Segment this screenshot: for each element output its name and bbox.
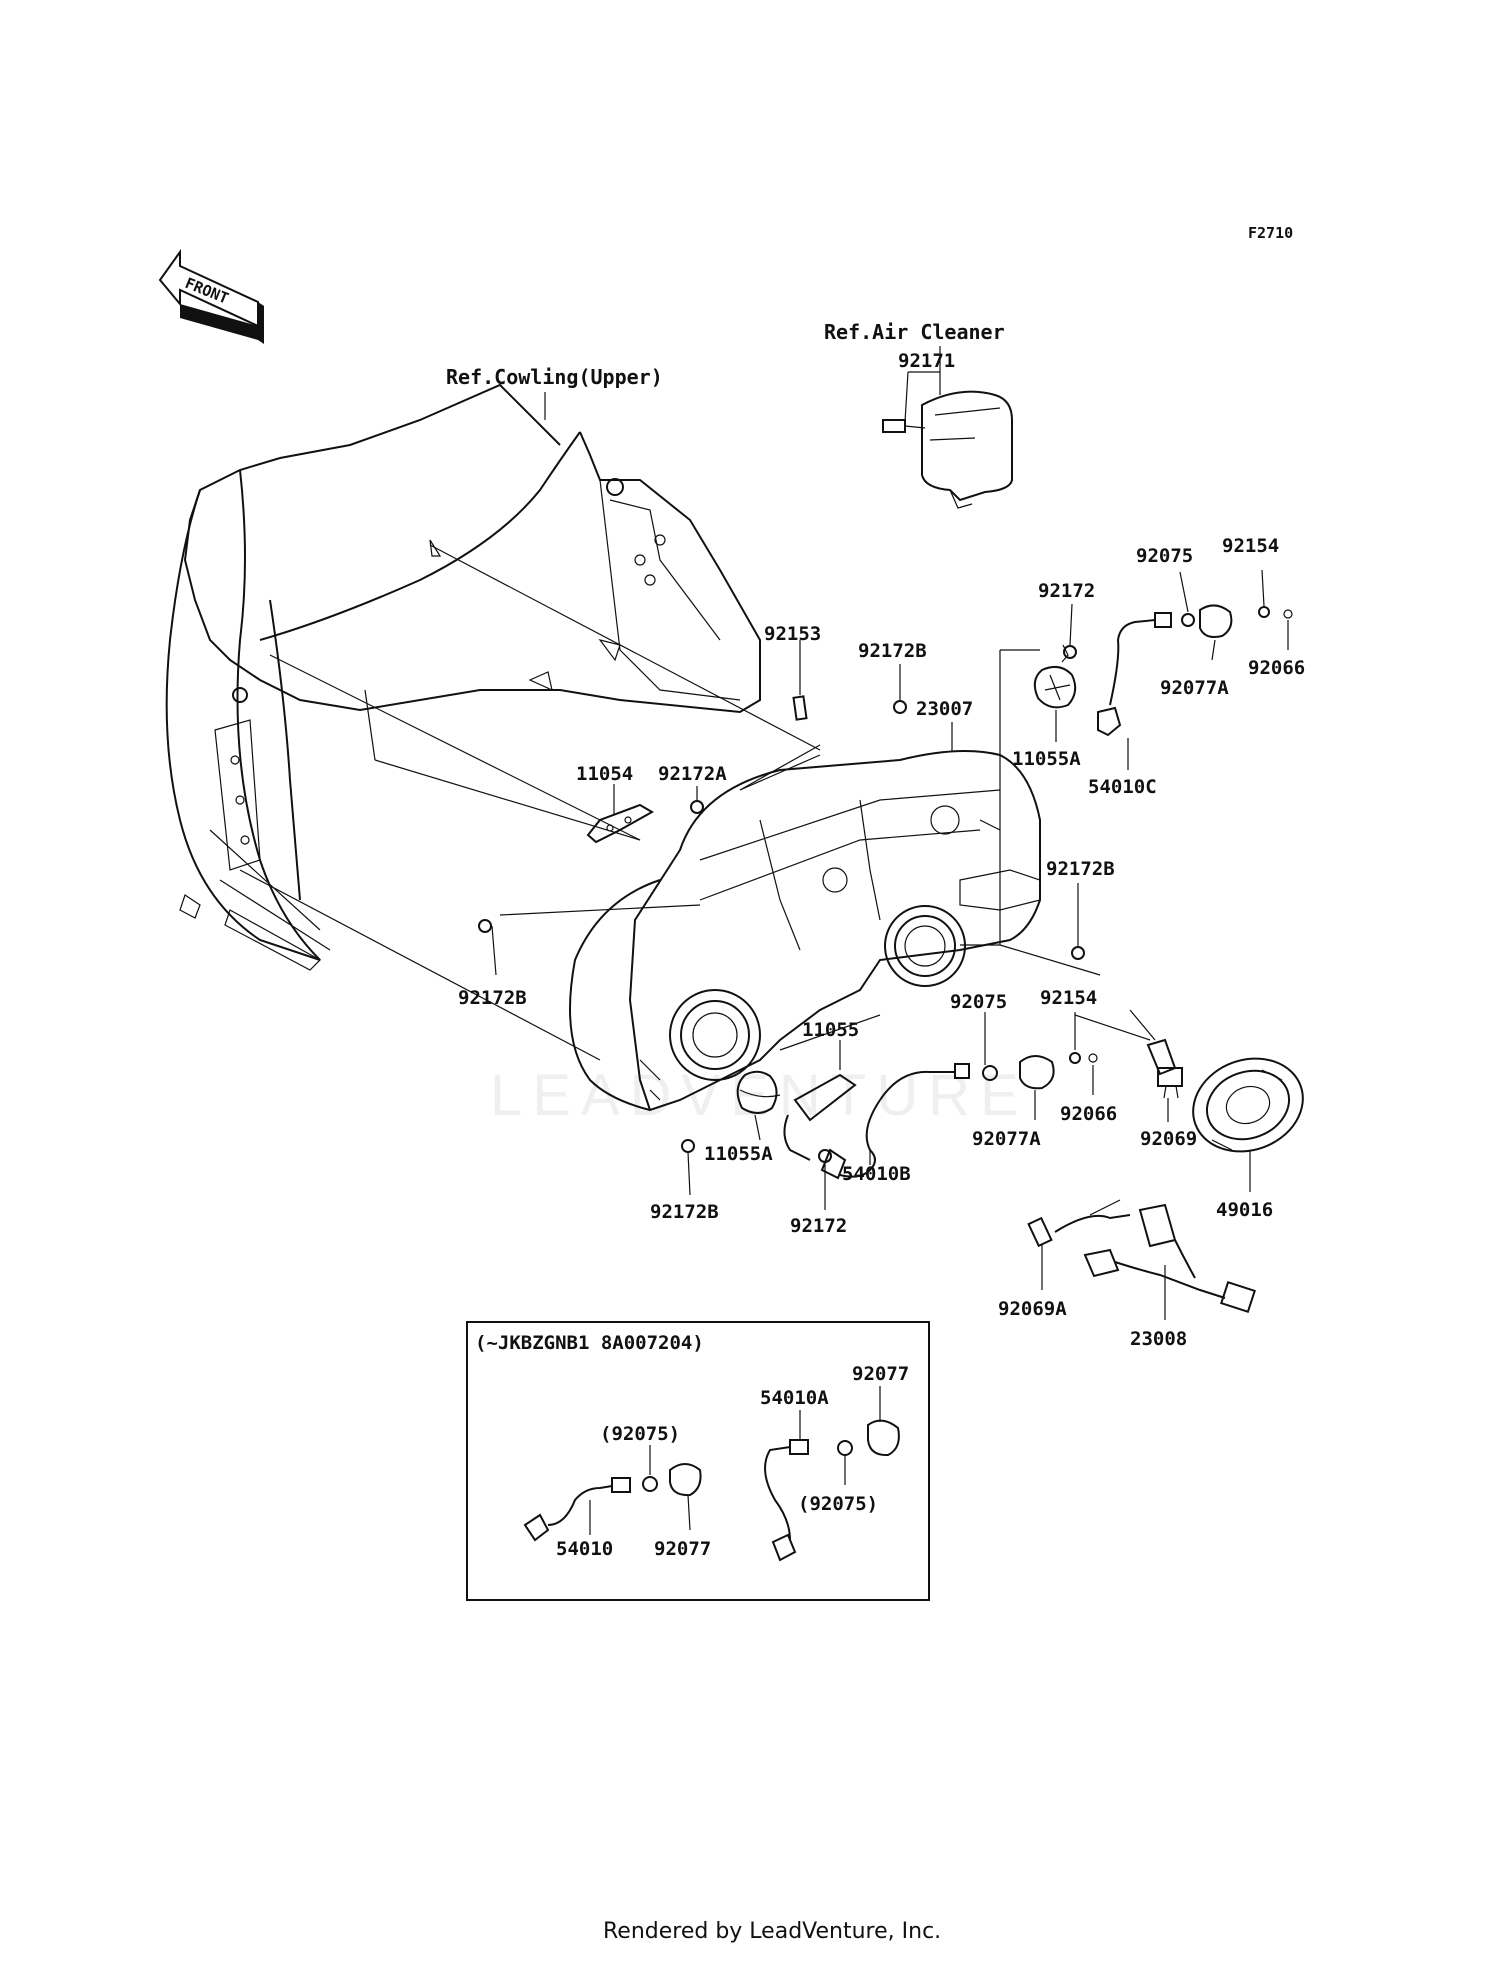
part-label-92172B-a: 92172B — [858, 640, 927, 662]
part-label-92154-top: 92154 — [1222, 535, 1279, 557]
diagram-code: F2710 — [1248, 224, 1293, 242]
part-label-92172-top: 92172 — [1038, 580, 1095, 602]
part-label-92172A: 92172A — [658, 763, 727, 785]
part-label-54010B: 54010B — [842, 1163, 911, 1185]
part-label-92075-top: 92075 — [1136, 545, 1193, 567]
upper-cowling-part — [165, 383, 761, 971]
part-label-49016: 49016 — [1216, 1199, 1273, 1221]
air-cleaner-part — [882, 390, 1013, 509]
leader-lines — [239, 346, 1289, 1320]
part-label-92077A-mid: 92077A — [972, 1128, 1041, 1150]
variant-inset-box: (~JKBZGNB1 8A007204) 54010A 92077 (92075… — [466, 1321, 930, 1601]
part-label-92154-mid: 92154 — [1040, 987, 1097, 1009]
part-label-92077A-top: 92077A — [1160, 677, 1229, 699]
inset-label-92075-b: (92075) — [798, 1493, 878, 1515]
part-label-23008: 23008 — [1130, 1328, 1187, 1350]
socket-wiring-upper-part — [1033, 604, 1293, 737]
part-label-92066-mid: 92066 — [1060, 1103, 1117, 1125]
part-label-92066-top: 92066 — [1248, 657, 1305, 679]
part-label-92069A: 92069A — [998, 1298, 1067, 1320]
part-label-92172-bot: 92172 — [790, 1215, 847, 1237]
bolts-group — [478, 645, 1085, 1163]
inset-label-92075-a: (92075) — [600, 1423, 680, 1445]
ref-cowling-upper-label: Ref.Cowling(Upper) — [446, 365, 663, 389]
part-label-11055A-top: 11055A — [1012, 748, 1081, 770]
part-label-92171: 92171 — [898, 350, 955, 372]
part-label-92172B-c: 92172B — [458, 987, 527, 1009]
harness-23008-part — [1027, 1199, 1256, 1314]
part-label-92172B-b: 92172B — [1046, 858, 1115, 880]
inset-label-92077-b: 92077 — [654, 1538, 711, 1560]
part-label-92153: 92153 — [764, 623, 821, 645]
part-label-23007: 23007 — [916, 698, 973, 720]
footer-credit: Rendered by LeadVenture, Inc. — [603, 1919, 941, 1944]
front-arrow-icon: FRONT — [158, 248, 264, 344]
part-label-92069: 92069 — [1140, 1128, 1197, 1150]
inset-label-54010: 54010 — [556, 1538, 613, 1560]
bulb-92069-part — [1146, 1038, 1183, 1099]
part-label-92172B-d: 92172B — [650, 1201, 719, 1223]
part-label-11054: 11054 — [576, 763, 633, 785]
bracket-11054-part — [586, 803, 655, 844]
part-label-11055: 11055 — [802, 1019, 859, 1041]
inset-label-92077-a: 92077 — [852, 1363, 909, 1385]
part-label-92075-mid: 92075 — [950, 991, 1007, 1013]
socket-wiring-lower-part — [736, 1052, 1098, 1180]
inset-label-54010A: 54010A — [760, 1387, 829, 1409]
part-label-54010C: 54010C — [1088, 776, 1157, 798]
headlight-assembly-part — [569, 750, 1041, 1112]
ref-air-cleaner-label: Ref.Air Cleaner — [824, 320, 1005, 344]
inset-title: (~JKBZGNB1 8A007204) — [475, 1332, 704, 1354]
dust-cover-49016-part — [1192, 1057, 1304, 1153]
part-label-11055A-bot: 11055A — [704, 1143, 773, 1165]
